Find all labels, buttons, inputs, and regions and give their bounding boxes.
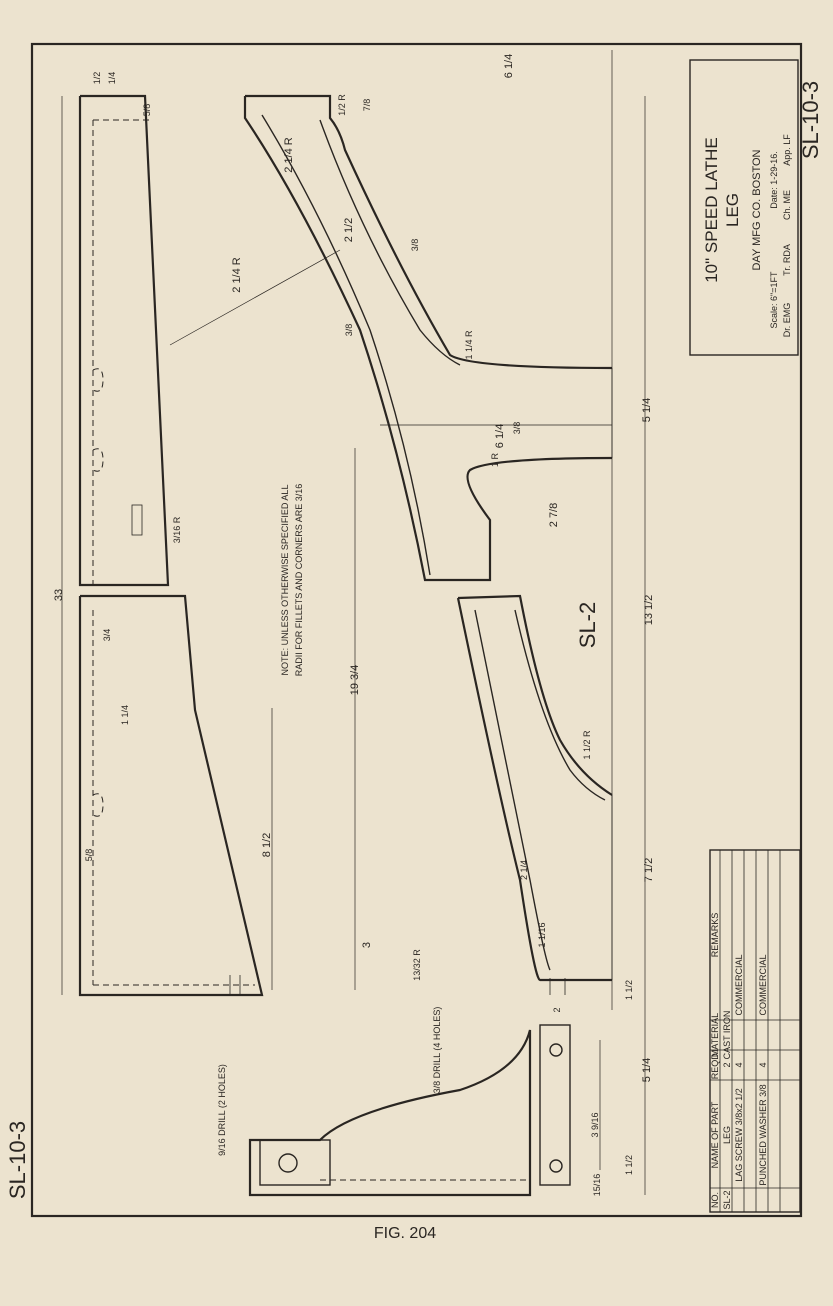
dim-1-2-r: 1/2 R [337,94,347,116]
title-dr: Dr. EMG [782,303,792,338]
dim-7-1-2: 7 1/2 [643,858,655,882]
title-app: App. LF [782,134,792,166]
title-block: 10" SPEED LATHE LEG DAY MFG CO. BOSTON S… [689,59,799,356]
dim-2: 2 [552,1007,562,1012]
bom-row3-name: PUNCHED WASHER 3/8 [758,1084,768,1185]
bom-row3-reqd: 4 [758,1062,768,1067]
dim-overall-length: 33 [53,589,65,601]
bom-row1-no: SL-2 [722,1190,732,1209]
bom-row3-remarks: COMMERCIAL [758,954,768,1015]
dim-3-8r: 3/8 [512,422,522,435]
dim-3-8b: 3/8 [344,324,354,337]
dim-19-3-4: 19 3/4 [349,665,361,696]
dim-3-8-drill: 3/8 DRILL (4 HOLES) [432,1007,442,1094]
dim-1-2: 1/2 [92,72,102,85]
dim-3-4: 3/4 [102,629,112,642]
dimension-lines [169,96,646,1195]
dim-5-8b: 5/8 [84,849,94,862]
title-ch: Ch. ME [782,190,792,220]
dim-6-1-4-mid: 6 1/4 [494,424,506,448]
drawing-number-left: SL-10-3 [5,1121,30,1199]
bom-row2-remarks: COMMERCIAL [734,954,744,1015]
dim-1-1-2: 1 1/2 [624,980,634,1000]
figure-caption: FIG. 204 [374,1225,436,1242]
bom-row1-name: LEG [722,1126,732,1144]
dim-1-1-2b: 1 1/2 [624,1155,634,1175]
front-view [243,50,613,1010]
bill-of-materials: NO. NAME OF PART REQD. MATERIAL REMARKS … [709,849,801,1213]
drawing-border [30,42,803,1218]
title-company: DAY MFG CO. BOSTON [751,149,763,270]
dim-1-r: 1 R [490,453,500,468]
dim-13-32-r: 13/32 R [412,949,422,981]
title-scale: Scale: 6"=1FT [769,271,779,328]
dim-6-1-4: 6 1/4 [503,54,515,78]
dim-1-1-4-r: 1 1/4 R [464,330,474,360]
dim-1-1-4: 1 1/4 [120,705,130,725]
dim-7-8: 7/8 [362,99,372,112]
dim-2-1-4: 2 1/4 [519,860,529,880]
dim-2-1-4-r: 2 1/4 R [231,257,243,293]
bom-header-no: NO. [710,1192,720,1208]
bom-row1-material: CAST IRON [722,1011,732,1060]
dimension-labels: 33 1/4 1/2 5/8 2 1/4 R 3/16 R 3/4 1 1/4 … [53,54,655,1197]
title-tr: Tr. RDA [782,244,792,276]
bom-header-reqd: REQD. [710,1051,720,1080]
drawing-number-right: SL-10-3 [798,81,823,159]
bom-row2-reqd: 4 [734,1062,744,1067]
dim-13-1-2: 13 1/2 [643,595,655,626]
title-date: Date: 1-29-16. [769,151,779,209]
foot-view [248,1024,571,1197]
dim-2-1-4-r2: 2 1/4 R [283,137,295,173]
part-label: SL-2 [575,602,600,648]
top-view [61,94,264,997]
bom-header-name: NAME OF PART [710,1101,720,1168]
dim-1-1-16: 1 1/16 [537,922,547,947]
dim-5-1-4: 5 1/4 [641,398,653,422]
dim-5-8: 5/8 [142,104,152,117]
dim-5-1-4b: 5 1/4 [641,1058,653,1082]
dim-1-4: 1/4 [107,72,117,85]
title-line-2: LEG [723,193,742,227]
bom-header-remarks: REMARKS [710,913,720,958]
bom-header-material: MATERIAL [710,1013,720,1057]
bom-row1-reqd: 2 [722,1062,732,1067]
dim-3-9-16: 3 9/16 [590,1112,600,1137]
title-line-1: 10" SPEED LATHE [702,137,721,283]
note-line-2: RADII FOR FILLETS AND CORNERS ARE 3/16 [294,484,304,677]
note-line-1: NOTE: UNLESS OTHERWISE SPECIFIED ALL [280,485,290,676]
dim-2-7-8: 2 7/8 [548,503,560,527]
dim-3: 3 [361,942,373,948]
dim-3-8: 3/8 [410,239,420,252]
dim-1-1-2-r: 1 1/2 R [582,730,592,760]
dim-2-1-2: 2 1/2 [343,218,355,242]
bom-row2-name: LAG SCREW 3/8x2 1/2 [734,1088,744,1182]
dim-9-16-drill: 9/16 DRILL (2 HOLES) [217,1064,227,1156]
dim-15-16: 15/16 [592,1174,602,1197]
dim-3-16-r: 3/16 R [172,516,182,543]
dim-8-1-2: 8 1/2 [261,833,273,857]
